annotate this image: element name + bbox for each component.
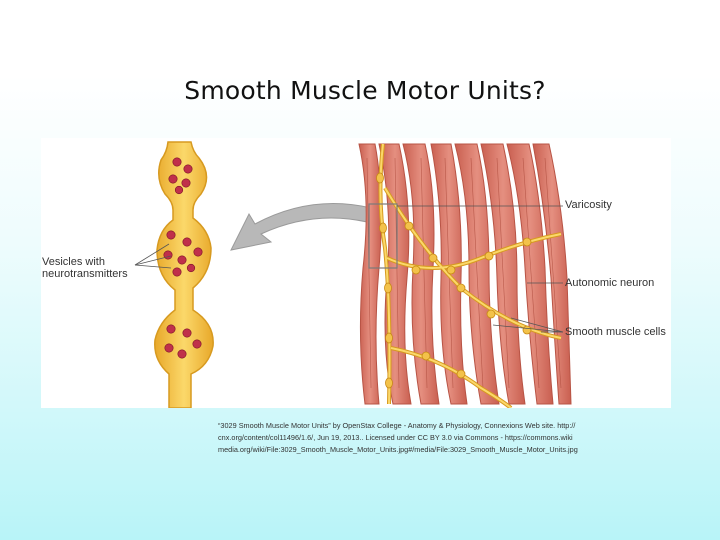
slide-title: Smooth Muscle Motor Units? (184, 76, 546, 105)
varicosity-box (368, 203, 398, 269)
smooth-muscle-cells-label: Smooth muscle cells (565, 326, 666, 338)
autonomic-neuron-label: Autonomic neuron (565, 277, 655, 289)
smooth-muscle-diagram: Vesicles with neurotransmitters Varicosi… (41, 138, 671, 408)
vesicles (163, 157, 203, 359)
leader-lines (134, 205, 564, 333)
vesicles-label-line1: Vesicles with (42, 256, 105, 268)
vesicles-label: Vesicles with neurotransmitters (42, 256, 128, 280)
vesicles-label-line2: neurotransmitters (42, 268, 128, 280)
diagram-artwork (134, 141, 572, 408)
image-credit-caption: “3029 Smooth Muscle Motor Units” by Open… (218, 421, 578, 454)
varicosities (376, 172, 532, 389)
varicosity-label: Varicosity (565, 199, 612, 211)
magnify-arrow (230, 203, 372, 251)
